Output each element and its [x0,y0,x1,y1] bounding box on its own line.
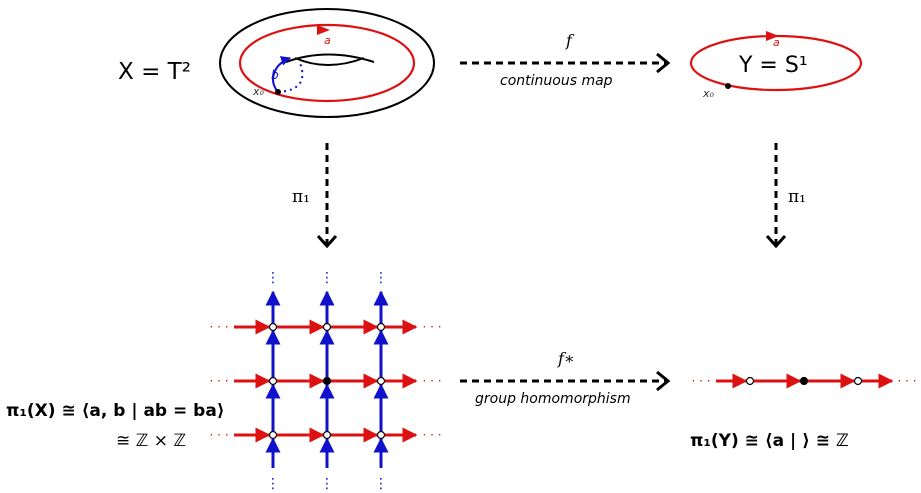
basepoint-x0-dot [275,89,281,95]
z-line-ellipsis-right: · · · [897,374,916,388]
torus [220,9,434,117]
column-vdots-top: ⋮ [374,270,388,286]
pi1-x-iso-z-cross-z: ≅ ℤ × ℤ [116,431,186,451]
column-vdots-bottom: ⋮ [320,476,334,492]
map-f-star-caption: group homomorphism [475,391,631,407]
row-ellipsis-left: · · · [209,320,228,334]
loop-b-back [278,63,302,92]
pi1-y-presentation: π₁(Y) ≅ ⟨a | ⟩ ≅ ℤ [690,431,849,451]
loop-b-label: b [271,68,279,82]
basepoint-x0-label: x₀ [252,85,265,98]
z-line: · · · · · · [691,374,916,388]
row-ellipsis-right: · · · [422,320,441,334]
row-ellipsis-left: · · · [209,428,228,442]
pi1-left-label: π₁ [292,187,310,207]
row-ellipsis-right: · · · [422,374,441,388]
circle-basepoint-label: x₀ [702,87,715,100]
map-f-star-label: f∗ [557,349,575,368]
pi1-x-presentation: π₁(X) ≅ ⟨a, b | ab = ba⟩ [6,401,225,421]
map-f-caption: continuous map [500,73,613,89]
pi1-right-label: π₁ [788,187,806,207]
lattice-vertex [378,432,385,439]
lattice-vertex [324,324,331,331]
z-identity-vertex [801,378,808,385]
column-vdots-top: ⋮ [320,270,334,286]
row-ellipsis-right: · · · [422,428,441,442]
lattice-vertex [270,378,277,385]
lattice-vertex [378,324,385,331]
z-line-ellipsis-left: · · · [691,374,710,388]
circle-basepoint-dot [725,83,731,89]
identity-vertex [324,378,331,385]
torus-hole-bottom [295,58,364,65]
lattice-vertex [324,432,331,439]
lattice-vertex [378,378,385,385]
column-vdots-bottom: ⋮ [374,476,388,492]
y-space-label: Y = S¹ [738,53,808,78]
z-vertex [747,378,754,385]
x-space-label: X = T² [118,59,191,85]
loop-a-label: a [324,34,331,47]
z-cross-z-lattice: · · · · · · · · · · · · · · · · · · ⋮ ⋮ ⋮ ⋮ ⋮ ⋮ [209,270,441,492]
z-vertex [855,378,862,385]
row-ellipsis-left: · · · [209,374,228,388]
map-f-label: f [565,31,575,50]
column-vdots-top: ⋮ [266,270,280,286]
lattice-vertex [270,432,277,439]
lattice-vertex [270,324,277,331]
column-vdots-bottom: ⋮ [266,476,280,492]
circle-a-label: a [773,36,780,49]
